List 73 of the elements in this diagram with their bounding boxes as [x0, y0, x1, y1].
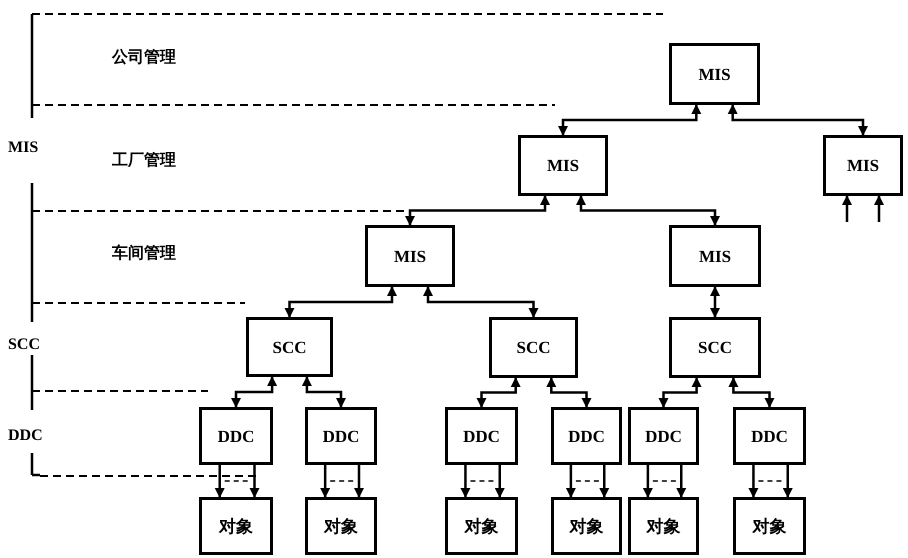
- box-label: 对象: [752, 518, 786, 534]
- box-label: DDC: [751, 428, 788, 444]
- box-label: 对象: [324, 518, 358, 534]
- box-label: 对象: [464, 518, 498, 534]
- box-label: DDC: [322, 428, 360, 444]
- connector-arrow: [250, 465, 260, 498]
- connector-arrow: [476, 377, 521, 408]
- box-label: DDC: [463, 428, 500, 444]
- level-label: 车间管理: [112, 246, 176, 262]
- box-label: 对象: [570, 518, 604, 534]
- connector-arrow: [874, 195, 884, 222]
- process-box: [445, 497, 518, 555]
- connector-arrow: [676, 465, 686, 498]
- connector-arrow: [494, 465, 505, 498]
- level-label: 工厂管理: [112, 153, 176, 169]
- process-box: [445, 407, 518, 465]
- connector-arrow: [214, 465, 225, 498]
- connector-arrow: [354, 465, 364, 498]
- connector-arrow: [599, 465, 610, 498]
- process-box: [733, 407, 806, 465]
- process-box: [669, 225, 761, 287]
- process-box: [628, 497, 699, 555]
- connector-arrow: [284, 286, 397, 318]
- connector-arrow: [302, 376, 346, 408]
- process-box: [551, 497, 622, 555]
- level-label: MIS: [8, 140, 38, 156]
- connector-arrow: [558, 104, 702, 136]
- process-box: [199, 497, 273, 555]
- process-box: [628, 407, 699, 465]
- connector-arrow: [405, 195, 550, 226]
- process-box: [365, 225, 455, 287]
- box-label: DDC: [645, 428, 682, 444]
- connector-arrow: [546, 377, 592, 408]
- process-box: [551, 407, 622, 465]
- connector-arrow: [782, 465, 793, 498]
- process-box: [305, 497, 377, 555]
- box-label: 对象: [219, 518, 253, 534]
- box-label: MIS: [546, 157, 580, 174]
- process-box: [823, 135, 903, 196]
- level-label: SCC: [8, 337, 40, 353]
- process-box: [518, 135, 608, 196]
- box-label: SCC: [516, 339, 550, 356]
- connector-arrow: [460, 465, 470, 498]
- process-box: [669, 43, 760, 105]
- connector-arrow: [710, 286, 720, 318]
- box-label: DDC: [218, 428, 254, 444]
- process-box: [489, 317, 578, 378]
- connector-arrow: [423, 286, 538, 318]
- connector-arrow: [320, 465, 330, 498]
- connector-arrow: [658, 377, 702, 408]
- connector-arrow: [748, 465, 758, 498]
- box-label: 对象: [646, 518, 680, 534]
- process-box: [733, 497, 806, 555]
- box-label: MIS: [698, 66, 731, 82]
- process-box: [246, 317, 333, 377]
- box-label: MIS: [394, 248, 426, 264]
- connector-arrow: [576, 195, 720, 226]
- connector-arrow: [566, 465, 576, 498]
- level-label: 公司管理: [112, 50, 176, 66]
- connector-arrow: [728, 104, 868, 136]
- connector-arrow: [642, 465, 653, 498]
- connector-arrow: [842, 195, 852, 222]
- process-box: [199, 407, 273, 465]
- box-label: MIS: [846, 157, 880, 174]
- connector-arrow: [231, 376, 278, 408]
- process-box: [669, 317, 761, 378]
- box-label: MIS: [698, 248, 732, 264]
- process-box: [305, 407, 377, 465]
- connector-arrow: [728, 377, 774, 408]
- box-label: SCC: [698, 339, 732, 356]
- box-label: DDC: [568, 428, 605, 444]
- level-label: DDC: [8, 428, 43, 444]
- box-label: SCC: [272, 338, 306, 356]
